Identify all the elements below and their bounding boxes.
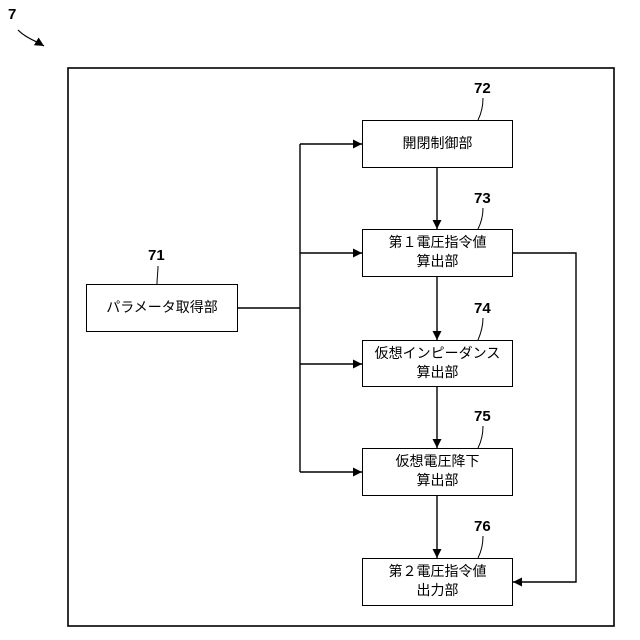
block-76-label-line1: 第２電圧指令値 <box>389 563 487 582</box>
block-switching-control: 開閉制御部 <box>362 120 513 168</box>
leader-76 <box>478 536 483 558</box>
ref-76: 76 <box>474 518 491 535</box>
ref-73: 73 <box>474 190 491 207</box>
outer-frame <box>68 68 614 626</box>
ref-74: 74 <box>474 300 491 317</box>
block-76-label-line2: 出力部 <box>417 582 459 601</box>
figure-number: 7 <box>8 6 16 23</box>
arrow-73-to-76 <box>512 253 576 582</box>
leader-71 <box>157 266 158 284</box>
leader-72 <box>478 98 483 120</box>
leader-74 <box>478 318 483 340</box>
block-73-label-line2: 算出部 <box>417 253 459 272</box>
ref-72: 72 <box>474 80 491 97</box>
block-71-label: パラメータ取得部 <box>106 299 218 318</box>
block-virtual-impedance: 仮想インピーダンス 算出部 <box>362 340 513 387</box>
ref-75: 75 <box>474 408 491 425</box>
block-75-label-line2: 算出部 <box>417 472 459 491</box>
block-second-voltage-command: 第２電圧指令値 出力部 <box>362 558 513 606</box>
block-72-label: 開閉制御部 <box>403 135 473 154</box>
ref-71: 71 <box>148 247 165 264</box>
block-first-voltage-command: 第１電圧指令値 算出部 <box>362 229 513 277</box>
block-75-label-line1: 仮想電圧降下 <box>396 453 480 472</box>
block-74-label-line2: 算出部 <box>417 364 459 383</box>
block-parameter-acquisition: パラメータ取得部 <box>86 284 238 332</box>
block-74-label-line1: 仮想インピーダンス <box>375 345 501 364</box>
block-73-label-line1: 第１電圧指令値 <box>389 234 487 253</box>
leader-73 <box>478 208 483 229</box>
block-virtual-voltage-drop: 仮想電圧降下 算出部 <box>362 448 513 496</box>
leader-75 <box>478 426 483 448</box>
figure-pointer-arrow <box>18 30 44 46</box>
